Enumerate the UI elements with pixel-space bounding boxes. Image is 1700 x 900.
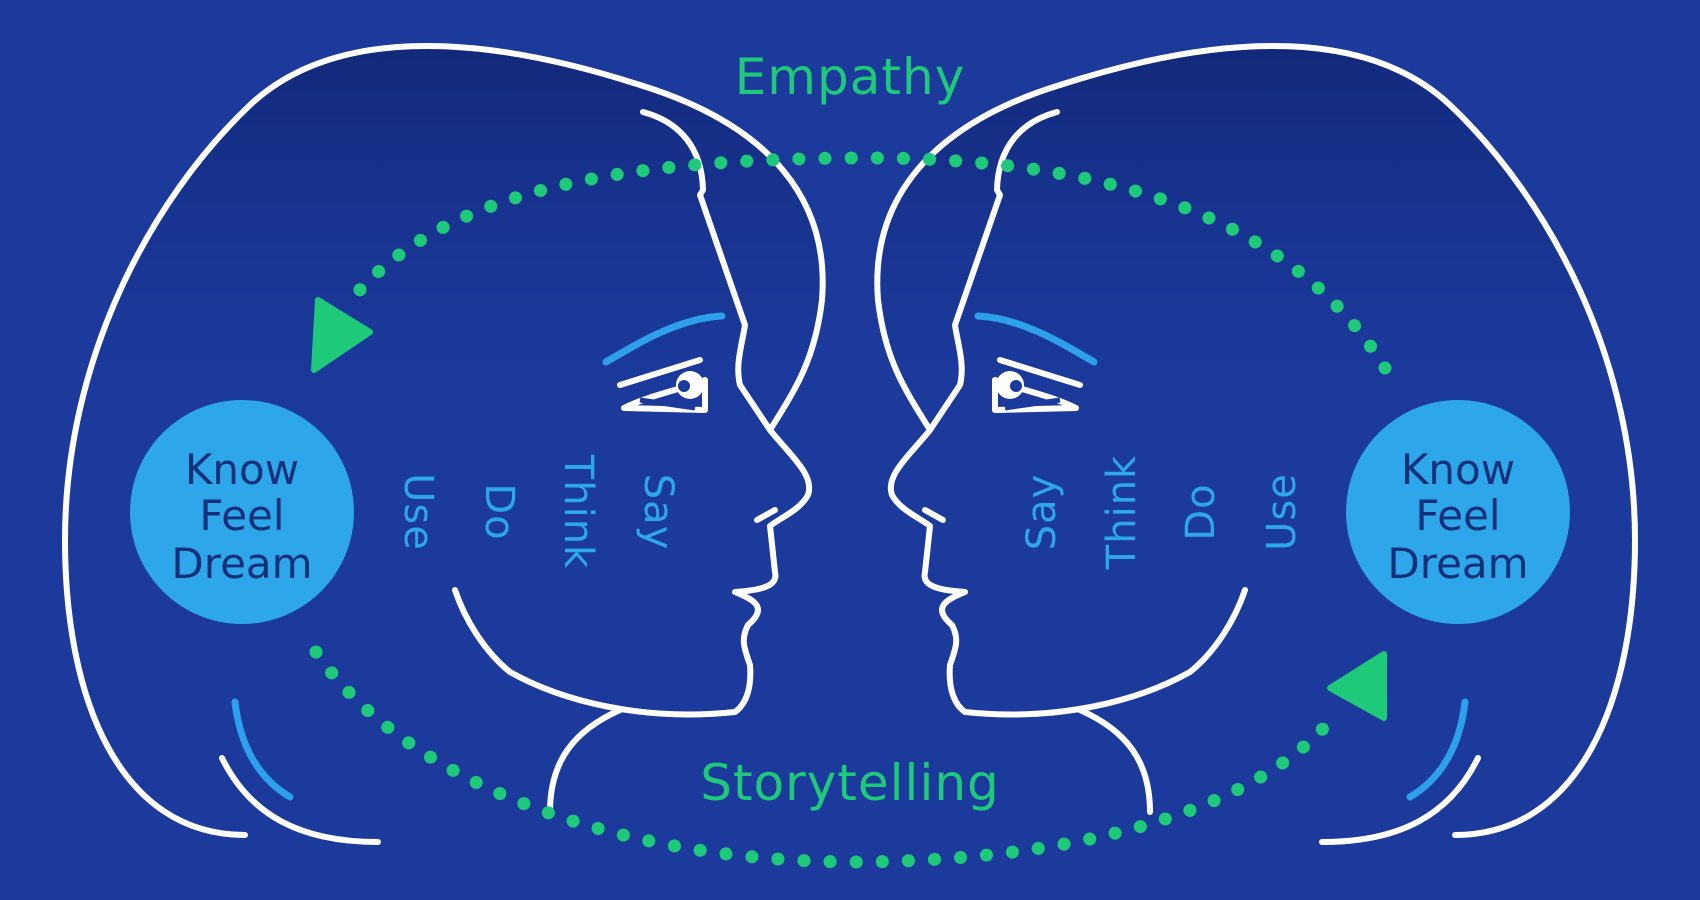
right-eye xyxy=(992,357,1083,413)
right-circle-line-feel: Feel xyxy=(1415,491,1500,540)
empathy-label: Empathy xyxy=(735,48,966,106)
right-nostril xyxy=(922,507,946,523)
left-eyebrow xyxy=(602,312,726,366)
left-hair-flick-accent xyxy=(231,698,294,801)
left-circle-line-feel: Feel xyxy=(199,491,284,540)
right-hair-flick xyxy=(1319,755,1481,845)
right-face-profile xyxy=(887,109,1248,718)
right-circle-line-dream: Dream xyxy=(1387,539,1528,588)
left-circle-line-dream: Dream xyxy=(171,539,312,588)
right-eyebrow xyxy=(974,312,1098,366)
empathy-dotted-arc xyxy=(351,151,1392,375)
right-hair-flick-accent xyxy=(1406,698,1469,801)
left-face-profile xyxy=(452,109,813,718)
left-person: Know Feel Dream Say Think Do Use xyxy=(62,43,826,845)
right-word-use: Use xyxy=(1259,473,1305,551)
left-word-think: Think xyxy=(555,454,601,569)
right-word-do: Do xyxy=(1178,483,1224,540)
left-neck xyxy=(547,707,623,815)
right-word-say: Say xyxy=(1019,474,1065,551)
left-eye xyxy=(617,357,708,413)
right-hair-outline xyxy=(874,43,1638,838)
left-circle-line-know: Know xyxy=(185,445,299,494)
right-circle xyxy=(1346,400,1570,624)
empathy-arrowhead xyxy=(311,297,373,373)
right-circle-line-know: Know xyxy=(1401,445,1515,494)
left-circle xyxy=(130,400,354,624)
storytelling-dotted-arc xyxy=(309,645,1342,869)
left-word-do: Do xyxy=(476,483,522,540)
storytelling-label: Storytelling xyxy=(700,754,1000,812)
storytelling-arrowhead xyxy=(1327,651,1387,721)
left-word-use: Use xyxy=(395,473,441,551)
left-word-say: Say xyxy=(635,474,681,551)
right-word-think: Think xyxy=(1099,455,1145,570)
right-person: Know Feel Dream Say Think Do Use xyxy=(874,43,1638,845)
left-hair-shade xyxy=(65,45,823,836)
left-nostril xyxy=(754,507,778,523)
left-hair-flick xyxy=(219,755,381,845)
right-hair-shade xyxy=(877,45,1635,836)
right-neck xyxy=(1077,707,1153,815)
left-hair-outline xyxy=(62,43,826,838)
